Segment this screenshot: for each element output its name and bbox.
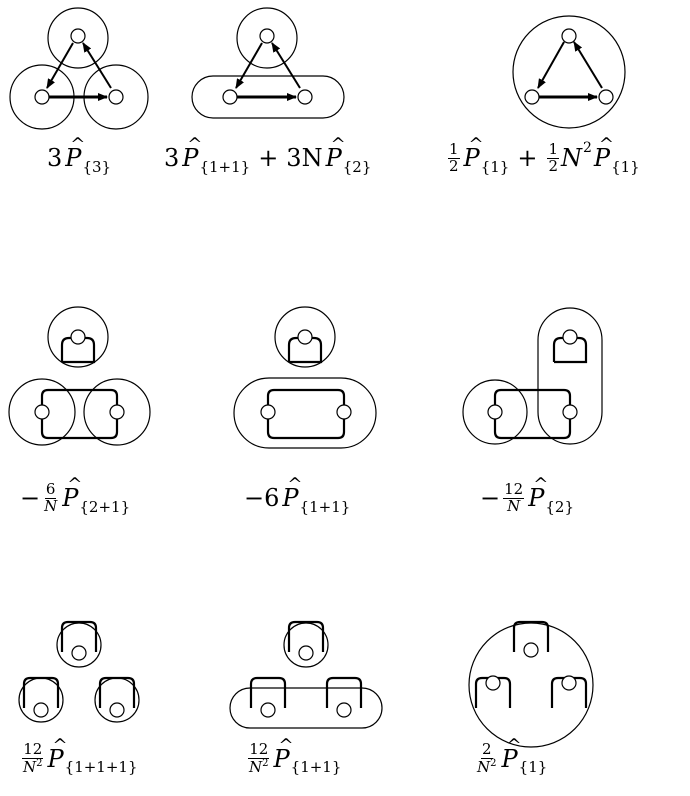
label-m6-p11: −6 ^P {1+1} — [244, 474, 351, 516]
diagram-m6-p11 — [233, 306, 377, 449]
diagram-half-p1 — [512, 15, 626, 129]
diagram-12n2-p11 — [229, 620, 383, 729]
diagram-2n2-p1 — [468, 620, 594, 748]
diagram-3p11-3np2 — [191, 7, 345, 119]
label-3p11-3np2: 3 ^P {1+1} + 3N ^P {2} — [164, 134, 372, 176]
diagram-m12n-p2 — [462, 307, 603, 445]
diagram-m6n-p21 — [8, 306, 151, 446]
label-3p3: 3 ^P {3} — [47, 134, 112, 176]
diagram-3p3 — [9, 7, 149, 130]
diagram-12n2-p111 — [18, 620, 140, 723]
